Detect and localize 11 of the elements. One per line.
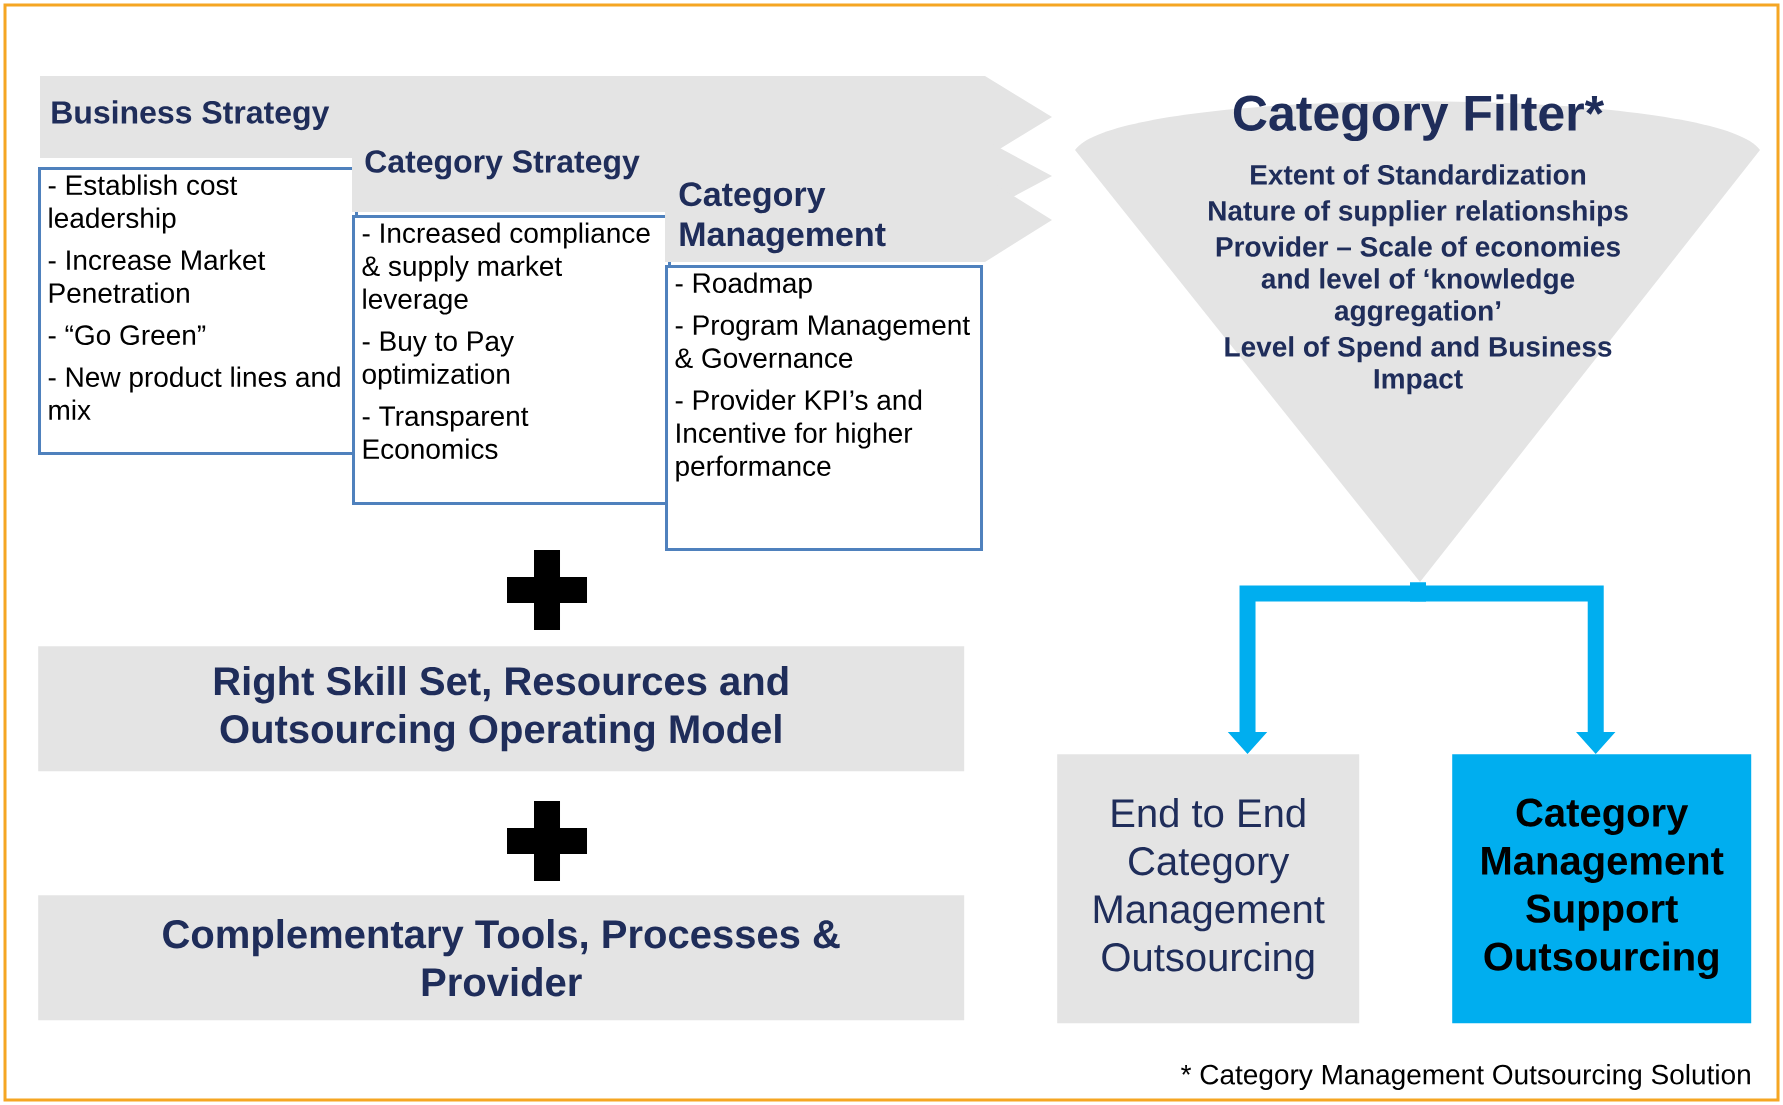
text-box: Right Skill Set, Resources and Outsourcing Operating Model (38, 646, 965, 772)
chevron-band: Category Management (665, 178, 1052, 262)
bullet-list-box: - Roadmap - Program Management & Governance - Provider KPI’s and Incentive for higher performance (665, 265, 983, 551)
bullet-list-box: - Increased compliance & supply market leverage - Buy to Pay optimization - Transparent Economics (352, 215, 671, 505)
footnote: * Category Management Outsourcing Solution (1181, 1063, 1750, 1091)
bullet-list-box: - Establish cost leadership - Increase Market Penetration - “Go Green” - New product lines and mix (38, 167, 358, 455)
text-box: Complementary Tools, Processes & Provider (38, 895, 965, 1021)
text-box: Category Management Support Outsourcing (1452, 754, 1752, 1024)
node-label: Business Strategy (52, 100, 330, 131)
text-box: End to End Category Management Outsourcing (1057, 754, 1360, 1024)
funnel: Category Filter* Extent of Standardization Nature of supplier relationships Provider – Scale of economies and level of ‘knowledge aggregation’ Level of Spend and Business Impact (1075, 94, 1760, 582)
